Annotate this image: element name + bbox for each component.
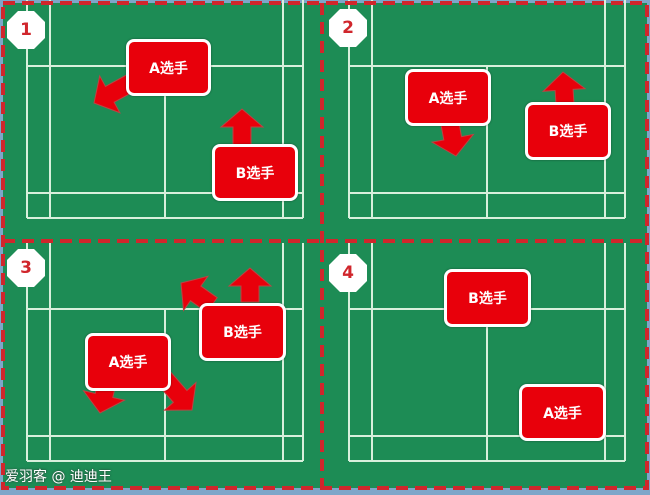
watermark: 爱羽客 @ 迪迪王 xyxy=(5,469,112,485)
panel-4-player-b: B选手 xyxy=(444,269,531,327)
panel-4-player-a: A选手 xyxy=(519,384,606,441)
panel-1-arrow-b xyxy=(219,108,265,147)
panel-3-arrow-b-up xyxy=(227,267,273,303)
panel-3-number: 3 xyxy=(6,248,46,288)
panel-2-number: 2 xyxy=(328,8,368,48)
panel-3-player-b: B选手 xyxy=(199,303,286,361)
panel-1-player-a: A选手 xyxy=(126,39,211,96)
panel-1-number: 1 xyxy=(6,10,46,50)
panel-3-player-a: A选手 xyxy=(85,333,171,391)
panel-2-player-b: B选手 xyxy=(525,102,611,160)
panel-2-player-a: A选手 xyxy=(405,69,491,126)
panel-4-number: 4 xyxy=(328,253,368,293)
panel-1-player-b: B选手 xyxy=(212,144,298,201)
